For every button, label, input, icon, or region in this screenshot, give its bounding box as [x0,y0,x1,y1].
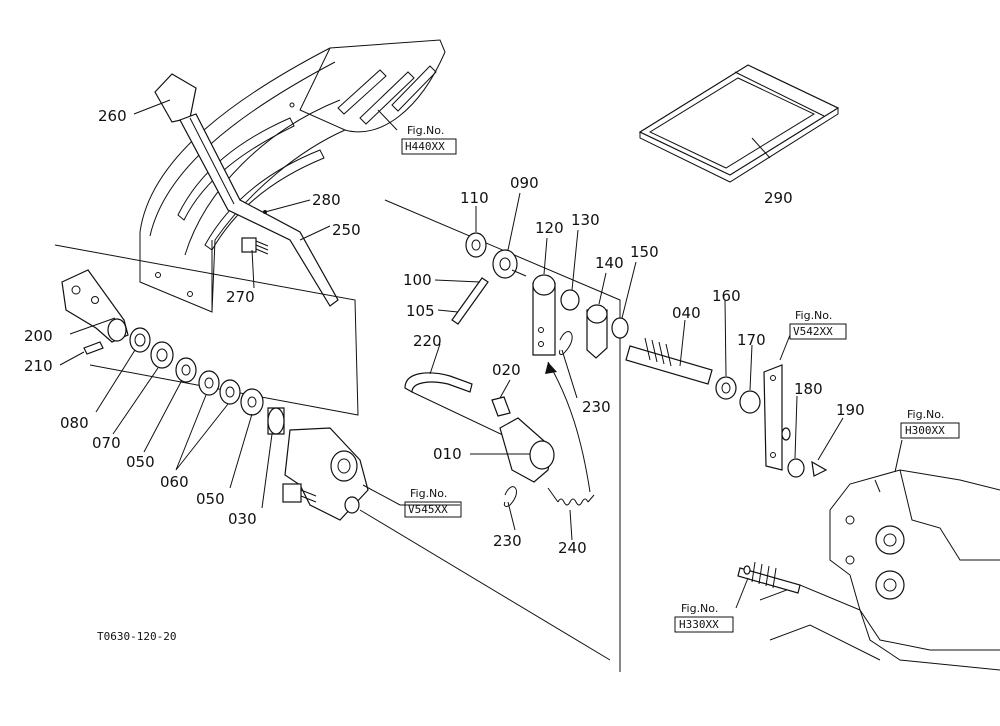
label-170: 170 [737,331,766,349]
leader-to-box [359,509,611,661]
view-box-center [384,199,621,672]
fig-ref-v545-code: V545XX [408,503,448,516]
label-150: 150 [630,243,659,261]
drawing-code: T0630-120-20 [97,630,176,643]
fig-ref-v542: Fig.No. V542XX [789,309,847,340]
label-010: 010 [433,445,462,463]
fig-ref-h330-title: Fig.No. [681,602,718,615]
label-270: 270 [226,288,255,306]
fig-ref-h330: Fig.No. H330XX [674,602,734,633]
label-120: 120 [535,219,564,237]
right-small-parts [763,364,828,478]
label-200: 200 [24,327,53,345]
label-110: 110 [460,189,489,207]
label-060: 060 [160,473,189,491]
label-070: 070 [92,434,121,452]
label-105: 105 [406,302,435,320]
fig-ref-h440-title: Fig.No. [407,124,444,137]
fig-ref-v545-title: Fig.No. [410,487,447,500]
fig-ref-h300-title: Fig.No. [907,408,944,421]
label-050-upper: 050 [126,453,155,471]
fig-ref-h300-code: H300XX [905,424,945,437]
label-230-lower: 230 [493,532,522,550]
fig-ref-v542-code: V542XX [793,325,833,338]
center-assembly [404,232,761,507]
label-280: 280 [312,191,341,209]
label-290: 290 [764,189,793,207]
label-040: 040 [672,304,701,322]
transmission-housing [737,469,1000,671]
label-130: 130 [571,211,600,229]
part-labels: 260 280 250 270 200 210 080 070 050 060 … [24,107,865,557]
label-230-upper: 230 [582,398,611,416]
fig-ref-h440: Fig.No. H440XX [401,124,457,155]
fig-ref-v545: Fig.No. V545XX [404,487,462,518]
lever-assembly [154,73,339,307]
bolt-270 [241,237,269,255]
label-210: 210 [24,357,53,375]
label-250: 250 [332,221,361,239]
bracket-housing [282,427,369,521]
label-030: 030 [228,510,257,528]
label-100: 100 [403,271,432,289]
label-080: 080 [60,414,89,432]
left-hub-stack [61,269,285,435]
label-160: 160 [712,287,741,305]
fig-ref-h440-code: H440XX [405,140,445,153]
label-260: 260 [98,107,127,125]
manual-book [638,64,840,183]
label-220: 220 [413,332,442,350]
label-020: 020 [492,361,521,379]
leader-lines [59,99,903,609]
fender-plate [139,39,446,313]
label-240: 240 [558,539,587,557]
label-190: 190 [836,401,865,419]
label-180: 180 [794,380,823,398]
fig-ref-h330-code: H330XX [679,618,719,631]
fig-ref-h300: Fig.No. H300XX [900,408,960,439]
label-090: 090 [510,174,539,192]
figure-references: Fig.No. H440XX Fig.No. V545XX Fig.No. V5… [401,124,960,633]
label-050-lower: 050 [196,490,225,508]
label-140: 140 [595,254,624,272]
fig-ref-v542-title: Fig.No. [795,309,832,322]
